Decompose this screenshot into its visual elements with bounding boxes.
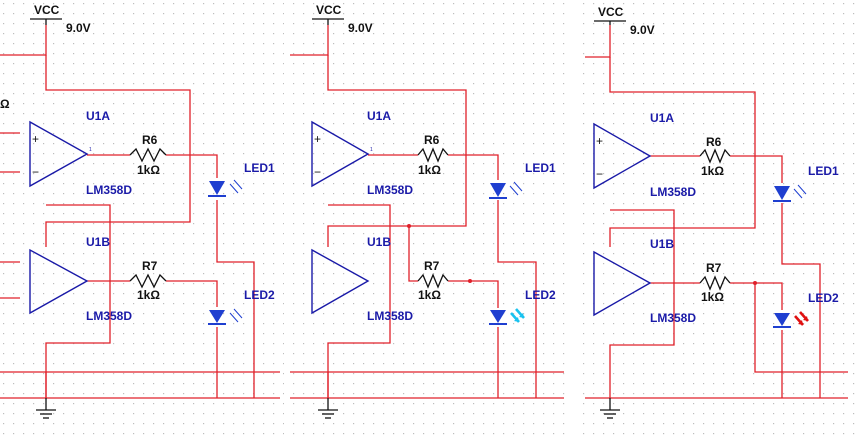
led1-ref: LED1: [525, 161, 556, 175]
led2-lit: LED2: [489, 288, 556, 325]
r6-value: 1kΩ: [418, 163, 441, 177]
r7-ref: R7: [142, 259, 158, 273]
opamp-u1b: U1B LM358D: [29, 235, 132, 323]
wires: [585, 25, 848, 399]
junction-dot: [407, 224, 411, 228]
svg-text:−: −: [596, 167, 603, 181]
vcc-symbol: VCC 9.0V: [594, 5, 655, 37]
svg-text:+: +: [314, 132, 321, 146]
opamp-b-model: LM358D: [650, 311, 696, 325]
vcc-value: 9.0V: [348, 21, 373, 35]
opamp-u1a: + − 1 U1A LM358D: [29, 109, 132, 197]
led2-ref: LED2: [808, 291, 839, 305]
opamp-b-ref: U1B: [650, 237, 674, 251]
svg-text:+: +: [596, 134, 603, 148]
opamp-a-model: LM358D: [367, 183, 413, 197]
vcc-label: VCC: [34, 3, 60, 17]
resistor-r6: R6 1kΩ: [699, 135, 731, 178]
wires: [0, 25, 280, 399]
r7-ref: R7: [424, 259, 440, 273]
led1: LED1: [773, 164, 839, 202]
resistor-r7: R7 1kΩ: [417, 259, 449, 302]
led2: LED2: [208, 288, 275, 325]
opamp-a-ref: U1A: [86, 109, 110, 123]
r7-value: 1kΩ: [137, 288, 160, 302]
vcc-label: VCC: [316, 3, 342, 17]
opamp-a-ref: U1A: [367, 109, 391, 123]
opamp-a-model: LM358D: [86, 183, 132, 197]
opamp-b-ref: U1B: [86, 235, 110, 249]
r6-ref: R6: [706, 135, 722, 149]
schematic-panel-1: VCC 9.0V Ω + − 1 U1A LM358D U1B LM358D R…: [0, 0, 284, 437]
vcc-symbol: VCC 9.0V: [30, 3, 91, 35]
led2-ref: LED2: [525, 288, 556, 302]
grid-background: [288, 0, 571, 437]
schematic-panel-3: VCC 9.0V + − U1A LM358D U1B LM358D R6 1k…: [582, 0, 856, 437]
wires: [290, 25, 564, 399]
resistor-r6: R6 1kΩ: [129, 133, 167, 177]
opamp-u1a: + − U1A LM358D: [593, 111, 696, 199]
r6-value: 1kΩ: [137, 163, 160, 177]
opamp-u1a: + − 1 U1A LM358D: [311, 109, 413, 197]
led2-ref: LED2: [244, 288, 275, 302]
svg-text:−: −: [32, 165, 39, 179]
resistor-r7: R7 1kΩ: [699, 261, 731, 304]
vcc-value: 9.0V: [630, 23, 655, 37]
vcc-label: VCC: [598, 5, 624, 19]
opamp-a-ref: U1A: [650, 111, 674, 125]
opamp-b-model: LM358D: [367, 309, 413, 323]
svg-text:+: +: [32, 132, 39, 146]
partial-resistor-label: Ω: [0, 97, 10, 111]
r7-value: 1kΩ: [701, 290, 724, 304]
opamp-b-ref: U1B: [367, 235, 391, 249]
led1: LED1: [208, 161, 275, 197]
led1: LED1: [489, 161, 556, 199]
led2-lit: LED2: [773, 291, 839, 328]
opamp-u1b: U1B LM358D: [593, 237, 696, 325]
led1-ref: LED1: [244, 161, 275, 175]
junction-dot: [468, 279, 472, 283]
ground-symbol: [318, 398, 338, 419]
svg-text:1: 1: [89, 147, 92, 153]
vcc-value: 9.0V: [66, 21, 91, 35]
r6-ref: R6: [142, 133, 158, 147]
r6-ref: R6: [424, 133, 440, 147]
ground-symbol: [36, 398, 56, 419]
svg-text:−: −: [314, 165, 321, 179]
opamp-u1b: U1B LM358D: [311, 235, 413, 323]
r6-value: 1kΩ: [701, 164, 724, 178]
ground-symbol: [600, 398, 620, 419]
resistor-r6: R6 1kΩ: [417, 133, 449, 177]
opamp-a-model: LM358D: [650, 185, 696, 199]
grid-background: [582, 0, 856, 437]
schematic-panel-2: VCC 9.0V + − 1 U1A LM358D U1B LM358D R6 …: [288, 0, 571, 437]
junction-dot: [753, 281, 757, 285]
r7-value: 1kΩ: [418, 288, 441, 302]
vcc-symbol: VCC 9.0V: [312, 3, 373, 35]
r7-ref: R7: [706, 261, 722, 275]
grid-background: [0, 0, 284, 437]
resistor-r7: R7 1kΩ: [129, 259, 167, 302]
led1-ref: LED1: [808, 164, 839, 178]
opamp-b-model: LM358D: [86, 309, 132, 323]
svg-text:1: 1: [370, 147, 373, 153]
